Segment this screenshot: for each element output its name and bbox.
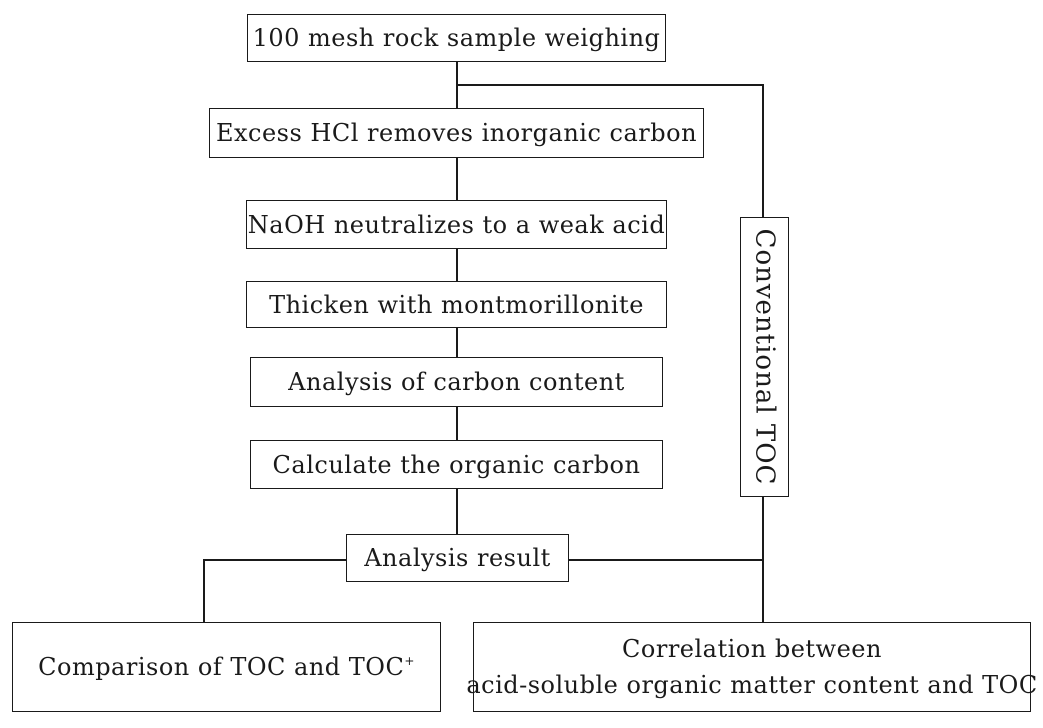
analysis-result-box: Analysis result — [346, 534, 569, 582]
step-thicken-label: Thicken with montmorillonite — [269, 290, 644, 319]
connector-step2-step3 — [456, 157, 458, 200]
step-calculate-organic-carbon-label: Calculate the organic carbon — [272, 450, 641, 479]
connector-result-to-comparison-horizontal — [203, 559, 347, 561]
connector-step5-step6 — [456, 406, 458, 440]
comparison-label: Comparison of TOC and TOC+ — [38, 653, 415, 681]
step-carbon-analysis: Analysis of carbon content — [250, 357, 663, 407]
connector-result-to-comparison-vertical — [203, 559, 205, 622]
comparison-box: Comparison of TOC and TOC+ — [12, 622, 441, 712]
comparison-label-superscript: + — [404, 654, 415, 668]
step-thicken: Thicken with montmorillonite — [246, 281, 667, 328]
step-sample-weighing: 100 mesh rock sample weighing — [247, 14, 666, 62]
correlation-box: Correlation between acid-soluble organic… — [466, 622, 1037, 712]
connector-result-to-conventional — [568, 559, 763, 561]
step-calculate-organic-carbon: Calculate the organic carbon — [250, 440, 663, 489]
conventional-toc-box: Conventional TOC — [740, 217, 789, 497]
correlation-label-line1: Correlation between — [622, 635, 882, 663]
connector-step3-step4 — [456, 248, 458, 281]
connector-step4-step5 — [456, 327, 458, 357]
step-naoh-neutralize: NaOH neutralizes to a weak acid — [246, 200, 667, 249]
correlation-label-line2: acid-soluble organic matter content and … — [466, 671, 1038, 699]
connector-step6-result — [456, 488, 458, 534]
connector-to-conventional-vertical — [762, 84, 764, 217]
step-naoh-neutralize-label: NaOH neutralizes to a weak acid — [247, 210, 666, 239]
analysis-result-label: Analysis result — [364, 544, 551, 572]
conventional-toc-label: Conventional TOC — [749, 228, 780, 486]
comparison-label-text: Comparison of TOC and TOC — [38, 653, 405, 681]
step-carbon-analysis-label: Analysis of carbon content — [288, 368, 625, 396]
step-sample-weighing-label: 100 mesh rock sample weighing — [252, 24, 661, 52]
connector-to-conventional-horizontal — [456, 84, 763, 86]
step-hcl-removal-label: Excess HCl removes inorganic carbon — [215, 119, 698, 147]
step-hcl-removal: Excess HCl removes inorganic carbon — [209, 108, 704, 158]
